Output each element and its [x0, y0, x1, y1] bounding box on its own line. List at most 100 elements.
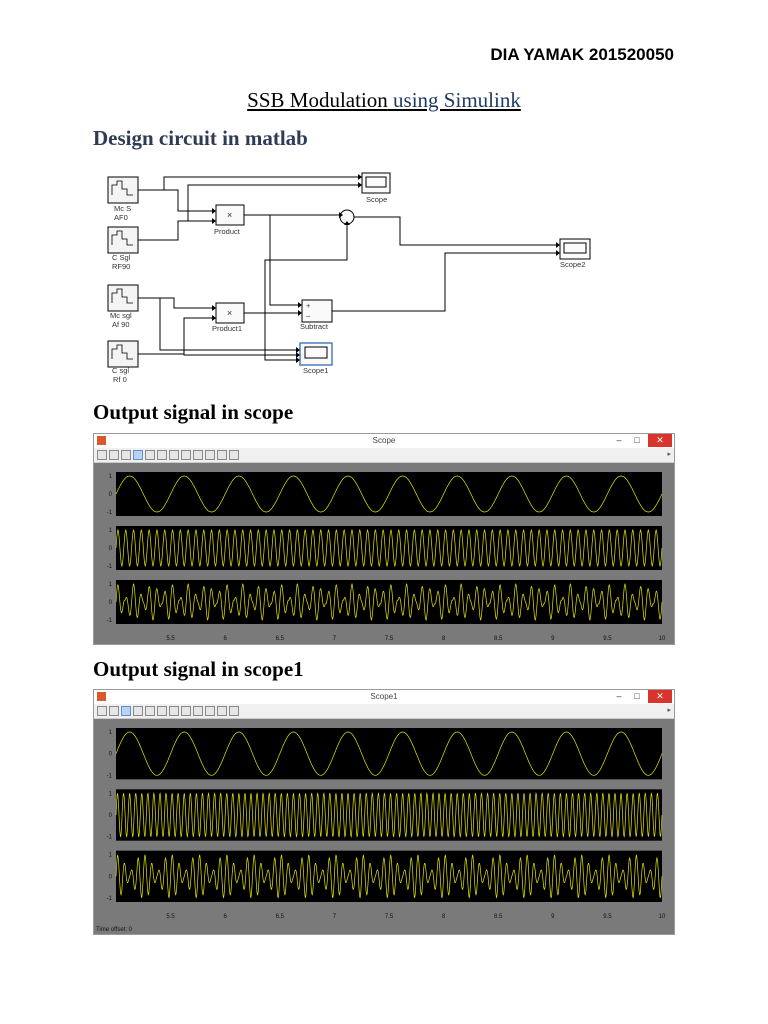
- x-tick-label: 7.5: [385, 636, 394, 642]
- source-block-1: [107, 176, 139, 204]
- page-title: SSB Modulation using Simulink: [0, 88, 768, 113]
- zoom-x-icon[interactable]: [133, 706, 143, 716]
- y-tick-label: 1: [109, 853, 113, 859]
- product-times-sign: ×: [227, 210, 232, 220]
- floating-scope-icon[interactable]: [193, 450, 203, 460]
- x-tick-label: 8: [442, 914, 446, 920]
- zoom-x-icon[interactable]: [133, 450, 143, 460]
- signal-trace-1: [115, 475, 663, 513]
- floating-scope-icon[interactable]: [193, 706, 203, 716]
- maximize-button[interactable]: □: [634, 435, 640, 445]
- data-cursor-icon[interactable]: [229, 450, 239, 460]
- zoom-y-icon[interactable]: [145, 706, 155, 716]
- parameters-icon[interactable]: [109, 706, 119, 716]
- minimize-button[interactable]: –: [616, 691, 622, 701]
- scope1-toolbar: ▸: [94, 704, 674, 719]
- src1-label-2: AF0: [114, 213, 128, 222]
- x-tick-label: 8.5: [494, 636, 503, 642]
- y-tick-label: -1: [107, 564, 113, 570]
- scope2-block: [559, 238, 591, 260]
- time-offset: Time offset: 0: [96, 927, 133, 933]
- restore-axes-icon[interactable]: [181, 450, 191, 460]
- x-tick-label: 7: [333, 914, 337, 920]
- signal-selection-icon[interactable]: [217, 450, 227, 460]
- signal-trace-1: [115, 731, 663, 776]
- y-tick-label: -1: [107, 773, 113, 779]
- src2-label-2: RF90: [112, 262, 130, 271]
- y-tick-label: -1: [107, 896, 113, 902]
- y-tick-label: 0: [109, 600, 113, 606]
- src3-label-2: Af 90: [112, 320, 130, 329]
- data-cursor-icon[interactable]: [229, 706, 239, 716]
- src1-label-1: Mc S: [114, 204, 131, 213]
- y-tick-label: 0: [109, 813, 113, 819]
- zoom-icon[interactable]: [121, 450, 131, 460]
- minimize-button[interactable]: –: [616, 435, 622, 445]
- source-block-3: [107, 284, 139, 312]
- restore-axes-icon[interactable]: [181, 706, 191, 716]
- lock-axes-icon[interactable]: [205, 706, 215, 716]
- close-button[interactable]: ✕: [648, 434, 672, 447]
- source-block-2: [107, 226, 139, 254]
- y-tick-label: 0: [109, 546, 113, 552]
- save-axes-icon[interactable]: [169, 706, 179, 716]
- scope-block: [361, 172, 391, 194]
- print-icon[interactable]: [97, 706, 107, 716]
- subtract-plus-sign: +: [306, 301, 311, 310]
- scope1-label: Scope1: [303, 366, 328, 375]
- print-icon[interactable]: [97, 450, 107, 460]
- maximize-button[interactable]: □: [634, 691, 640, 701]
- src4-label-1: C sgl: [112, 366, 129, 375]
- lock-axes-icon[interactable]: [205, 450, 215, 460]
- x-tick-label: 9: [551, 914, 555, 920]
- toolbar-overflow-icon[interactable]: ▸: [667, 707, 671, 714]
- x-tick-label: 9.5: [603, 914, 612, 920]
- signal-trace-2: [115, 792, 663, 838]
- y-tick-label: 1: [109, 730, 113, 736]
- y-tick-label: 0: [109, 752, 113, 758]
- scope-window-title: Scope: [372, 436, 396, 445]
- heading-output-scope1: Output signal in scope1: [93, 657, 304, 681]
- matlab-icon: [97, 436, 106, 445]
- signal-trace-2: [115, 529, 663, 567]
- close-button[interactable]: ✕: [648, 690, 672, 703]
- heading-design-circuit: Design circuit in matlab: [93, 126, 308, 150]
- product1-times-sign: ×: [227, 308, 232, 318]
- product-label: Product: [214, 227, 241, 236]
- zoom-y-icon[interactable]: [145, 450, 155, 460]
- matlab-icon: [97, 692, 106, 701]
- x-tick-label: 10: [659, 914, 666, 920]
- product1-label: Product1: [212, 324, 242, 333]
- subtract-label: Subtract: [300, 322, 329, 331]
- x-tick-label: 8: [442, 636, 446, 642]
- signal-selection-icon[interactable]: [217, 706, 227, 716]
- save-axes-icon[interactable]: [169, 450, 179, 460]
- scope-titlebar: Scope – □ ✕: [94, 434, 674, 448]
- subtract-minus-sign: −: [306, 312, 311, 321]
- signal-trace-3: [115, 583, 663, 621]
- zoom-icon[interactable]: [121, 706, 131, 716]
- signal-trace-3: [115, 854, 663, 899]
- y-tick-label: 1: [109, 474, 113, 480]
- x-tick-label: 7: [333, 636, 337, 642]
- autoscale-icon[interactable]: [157, 450, 167, 460]
- autoscale-icon[interactable]: [157, 706, 167, 716]
- y-tick-label: 1: [109, 791, 113, 797]
- x-tick-label: 5.5: [166, 914, 175, 920]
- x-tick-label: 6.5: [276, 914, 285, 920]
- x-tick-label: 9.5: [603, 636, 612, 642]
- parameters-icon[interactable]: [109, 450, 119, 460]
- src3-label-1: Mc sgl: [110, 311, 132, 320]
- author-line: DIA YAMAK 201520050: [490, 45, 674, 64]
- simulink-diagram: Mc S AF0 C Sgl RF90 Mc sgl Af 90 C sgl R…: [107, 172, 591, 384]
- x-tick-label: 8.5: [494, 914, 503, 920]
- title-part-1: SSB Modulation: [247, 88, 388, 112]
- scope1-titlebar: Scope1 – □ ✕: [94, 690, 674, 704]
- y-tick-label: -1: [107, 510, 113, 516]
- toolbar-overflow-icon[interactable]: ▸: [667, 451, 671, 458]
